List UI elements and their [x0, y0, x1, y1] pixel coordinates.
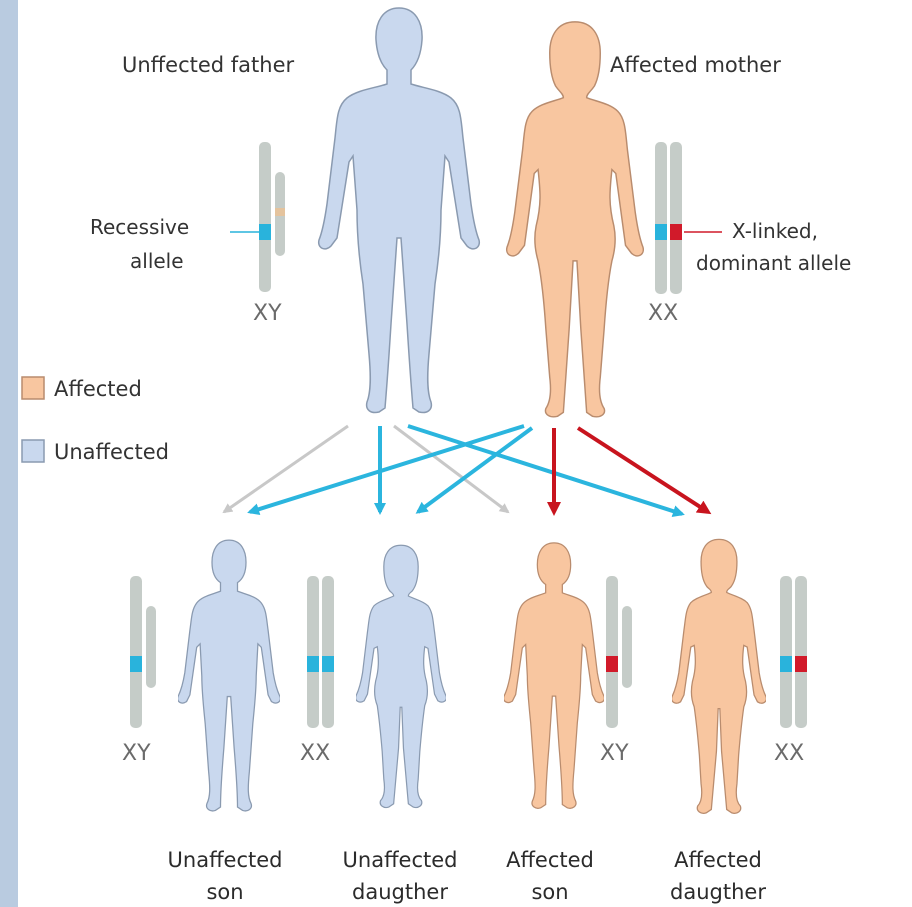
child4-recessive-band — [780, 656, 792, 672]
arrow-mother-x-to-son1 — [250, 426, 524, 512]
dominant-label-line1: X-linked, — [732, 219, 818, 243]
child3-genotype: XY — [600, 741, 629, 766]
legend-affected-label: Affected — [54, 377, 142, 401]
child1-x-chromosome — [130, 576, 142, 728]
father-figure — [319, 8, 480, 413]
recessive-label-line1: Recessive — [90, 215, 189, 239]
child3-x-chromosome — [606, 576, 618, 728]
child1-caption-line1: Unaffected — [168, 848, 283, 872]
child1-recessive-band — [130, 656, 142, 672]
child4-x-chromosome-2 — [795, 576, 807, 728]
mother-figure — [507, 22, 644, 417]
child-affected-son-figure — [504, 543, 605, 808]
mother-x-chromosome-1 — [655, 142, 667, 294]
child-unaffected-son-figure — [178, 540, 281, 811]
legend-affected-swatch — [22, 377, 44, 399]
child4-caption-line2: daugther — [670, 880, 766, 904]
child1-caption-line2: son — [206, 880, 243, 904]
child2-genotype: XX — [300, 741, 330, 766]
mother-dominant-allele-band — [670, 224, 682, 240]
child2-recessive-band-1 — [307, 656, 319, 672]
father-genotype: XY — [253, 301, 282, 326]
legend-unaffected-label: Unaffected — [54, 440, 169, 464]
child1-chromosomes — [130, 576, 156, 728]
legend-unaffected-swatch — [22, 440, 44, 462]
father-label: Unffected father — [122, 53, 294, 77]
child3-y-chromosome — [622, 606, 632, 688]
child2-chromosomes — [307, 576, 334, 728]
mother-x-chromosome-2 — [670, 142, 682, 294]
child4-caption-line1: Affected — [674, 848, 762, 872]
child1-genotype: XY — [122, 741, 151, 766]
diagram-canvas: Unffected father Affected mother XY Rece… — [18, 0, 912, 907]
father-x-chromosome — [259, 142, 271, 292]
child-affected-daughter-figure — [672, 539, 767, 813]
child2-caption-line1: Unaffected — [343, 848, 458, 872]
child4-x-chromosome-1 — [780, 576, 792, 728]
child-unaffected-daughter-figure — [356, 545, 447, 807]
child4-chromosomes — [780, 576, 807, 728]
mother-label: Affected mother — [610, 53, 781, 77]
dominant-label-line2: dominant allele — [696, 251, 851, 275]
child2-caption-line2: daugther — [352, 880, 448, 904]
child1-y-chromosome — [146, 606, 156, 688]
child2-recessive-band-2 — [322, 656, 334, 672]
father-chromosomes — [230, 142, 285, 292]
child3-caption-line2: son — [531, 880, 568, 904]
child3-dominant-band — [606, 656, 618, 672]
child3-caption-line1: Affected — [506, 848, 594, 872]
father-y-band — [275, 208, 285, 216]
recessive-label-line2: allele — [130, 249, 184, 273]
legend: Affected Unaffected — [22, 377, 169, 464]
child2-x-chromosome-2 — [322, 576, 334, 728]
child4-genotype: XX — [774, 741, 804, 766]
inheritance-diagram: Unffected father Affected mother XY Rece… — [18, 0, 912, 907]
child2-x-chromosome-1 — [307, 576, 319, 728]
child3-chromosomes — [606, 576, 632, 728]
mother-genotype: XX — [648, 301, 678, 326]
father-recessive-allele-band — [259, 224, 271, 240]
mother-recessive-allele-band — [655, 224, 667, 240]
child4-dominant-band — [795, 656, 807, 672]
inheritance-arrows — [224, 426, 708, 514]
